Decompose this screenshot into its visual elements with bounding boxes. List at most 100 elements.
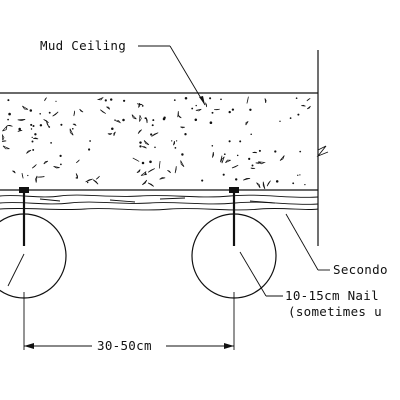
- mud-speckle: [96, 96, 104, 101]
- mud-speckle: [173, 99, 176, 101]
- mud-speckle: [17, 119, 26, 121]
- mud-speckle: [177, 114, 182, 119]
- mud-speckle: [194, 119, 197, 122]
- mud-speckle: [239, 140, 242, 143]
- mud-speckle: [184, 133, 187, 136]
- mud-speckle: [137, 129, 142, 134]
- mud-speckle: [144, 117, 147, 120]
- mud-speckle: [2, 125, 8, 132]
- mud-speckle: [235, 178, 238, 181]
- mud-speckle: [195, 104, 197, 107]
- mud-speckle: [12, 170, 16, 174]
- mud-speckle: [279, 155, 285, 161]
- nails: [19, 187, 239, 246]
- mud-speckle: [147, 168, 155, 173]
- mud-speckle: [75, 177, 78, 179]
- mud-speckle: [289, 117, 292, 119]
- mud-speckle: [228, 140, 231, 143]
- mud-speckle: [231, 164, 239, 169]
- mud-speckle: [37, 176, 45, 178]
- mud-speckle: [147, 182, 154, 187]
- mud-speckle: [26, 149, 32, 154]
- mud-speckle: [181, 153, 184, 156]
- mud-speckle: [2, 145, 10, 150]
- mud-speckle: [60, 163, 62, 166]
- mud-speckle: [114, 119, 116, 121]
- mud-speckle: [1, 133, 5, 141]
- secondary-leader-diag: [285, 213, 319, 271]
- mud-speckle: [1, 140, 7, 143]
- nail-head-right: [229, 187, 239, 193]
- mud-speckle: [245, 121, 249, 126]
- mud-speckle: [266, 180, 271, 187]
- mud-speckle: [43, 119, 49, 123]
- mud-speckle: [50, 142, 52, 144]
- mud-speckle: [141, 161, 145, 165]
- mud-speckle: [18, 127, 21, 131]
- mud-speckle: [205, 102, 208, 108]
- mud-speckle: [31, 140, 34, 143]
- secondary-layer: [0, 194, 319, 211]
- mud-speckle: [279, 120, 281, 123]
- mud-speckle: [159, 177, 166, 180]
- mud-speckle: [220, 98, 222, 101]
- mud-speckle: [209, 97, 212, 100]
- mud-speckle: [60, 123, 63, 126]
- mud-speckle: [144, 173, 147, 176]
- mud-speckle: [223, 153, 226, 156]
- mud-speckle: [8, 112, 11, 116]
- mud-speckle: [173, 141, 176, 146]
- mud-leader-arrow: [199, 96, 205, 105]
- mud-speckle: [30, 123, 33, 126]
- mud-speckle: [163, 116, 166, 119]
- mud-speckle: [292, 182, 295, 185]
- mud-speckle: [151, 132, 159, 137]
- mud-speckle: [139, 141, 142, 144]
- mud-speckle: [141, 146, 147, 149]
- mud-speckle: [34, 133, 37, 136]
- label-secondary: Secondo: [333, 262, 388, 277]
- mud-speckle: [180, 160, 185, 167]
- mud-speckle: [184, 97, 188, 100]
- mud-speckle: [201, 179, 204, 182]
- mud-speckle: [251, 164, 254, 167]
- secondary-line-3: [0, 207, 319, 211]
- label-nail-line2: (sometimes u: [288, 304, 382, 319]
- mud-speckle: [21, 173, 24, 179]
- mud-speckle: [22, 105, 29, 110]
- mud-speckle: [158, 160, 161, 169]
- dimension: [24, 343, 234, 349]
- nail-leader-diag: [239, 251, 267, 297]
- leaders: [138, 45, 330, 297]
- label-spacing: 30-50cm: [97, 338, 152, 353]
- mud-speckle: [228, 110, 231, 114]
- mud-speckle: [275, 180, 279, 183]
- mud-speckle: [250, 133, 252, 136]
- mud-speckle: [258, 149, 261, 152]
- mud-speckle: [140, 171, 147, 176]
- mud-speckle: [7, 118, 9, 121]
- mud-speckle: [175, 140, 178, 142]
- mud-speckle: [258, 161, 266, 165]
- mud-speckle: [55, 100, 57, 102]
- secondary-strokes: [39, 197, 276, 204]
- mud-speckle: [107, 133, 113, 136]
- mud-speckle: [52, 111, 59, 117]
- mud-speckle: [71, 127, 74, 130]
- mud-speckle: [256, 182, 261, 189]
- mud-speckle: [138, 103, 141, 108]
- mud-speckle: [114, 120, 122, 124]
- mud-speckle: [45, 120, 50, 128]
- nail-head-left: [19, 187, 29, 193]
- mud-speckle: [122, 99, 126, 102]
- mud-speckle: [195, 108, 202, 112]
- mud-speckle: [250, 167, 256, 169]
- mud-speckle: [139, 115, 142, 122]
- mud-speckle: [262, 181, 266, 190]
- dim-arrow-right: [224, 343, 234, 349]
- mud-speckle: [43, 160, 49, 165]
- mud-speckle: [95, 175, 100, 180]
- mud-speckle: [299, 150, 302, 153]
